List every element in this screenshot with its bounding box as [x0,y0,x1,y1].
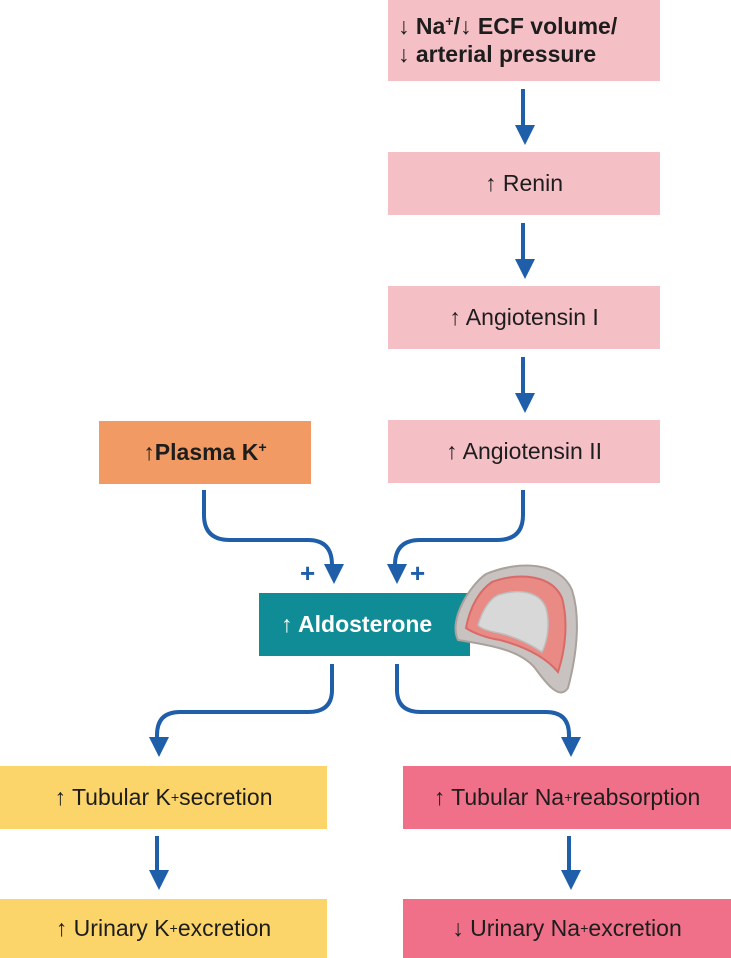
tubular-k-secretion-box: ↑ Tubular K+ secretion [0,766,327,829]
plasma-k-label: Plasma K+ [154,438,267,465]
stimulus-line-2: ↓ arterial pressure [398,40,597,67]
arrow-aldosterone-to-tubular-na [395,664,581,757]
urinary-k-excretion-box: ↑ Urinary K+ excretion [0,899,327,958]
arrow-aldosterone-to-tubular-k [149,664,334,757]
angiotensin-1-box: ↑ Angiotensin I [388,286,660,349]
plus-sign-left: + [300,558,316,588]
renin-box: ↑ Renin [388,152,660,215]
stimulus-line-1: ↓ Na+/↓ ECF volume/ [398,12,618,39]
aldosterone-box: ↑ Aldosterone [259,593,470,656]
plasma-k-box: ↑ Plasma K+ [99,421,311,484]
stimulus-box: ↓ Na+/↓ ECF volume/ ↓ arterial pressure [388,0,660,81]
plasma-k-arrow: ↑ [143,438,155,465]
tubular-na-reabsorption-box: ↑ Tubular Na+ reabsorption [403,766,731,829]
urinary-na-excretion-box: ↓ Urinary Na+ excretion [403,899,731,958]
angiotensin-2-box: ↑ Angiotensin II [388,420,660,483]
plus-sign-right: + [410,558,426,588]
